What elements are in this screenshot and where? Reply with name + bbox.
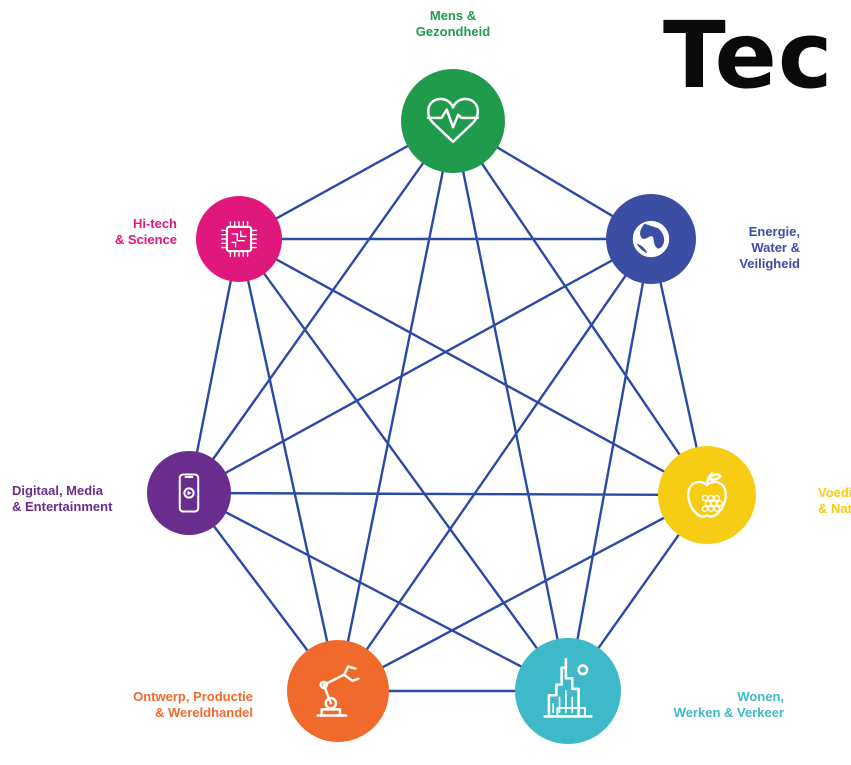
sector-label-line: & Science bbox=[115, 232, 177, 247]
sector-label-voeding: Voeding& Natuur bbox=[818, 485, 851, 516]
connection-line bbox=[238, 238, 569, 692]
sector-label-hitech: Hi-tech& Science bbox=[115, 216, 177, 247]
connection-line bbox=[188, 491, 708, 497]
globe-icon bbox=[632, 220, 670, 258]
sector-label-line: & Wereldhandel bbox=[155, 705, 253, 720]
apple-icon bbox=[687, 472, 727, 518]
connection-line bbox=[566, 238, 653, 692]
sector-label-ontwerp: Ontwerp, Productie& Wereldhandel bbox=[133, 689, 253, 720]
connection-line bbox=[238, 237, 708, 497]
robot-arm-icon bbox=[316, 665, 360, 717]
sector-node-ontwerp bbox=[287, 640, 389, 742]
sector-node-circle bbox=[515, 638, 621, 744]
sector-node-circle bbox=[658, 446, 756, 544]
connection-line bbox=[337, 493, 708, 693]
heartbeat-icon bbox=[426, 97, 480, 144]
sector-label-line: Veiligheid bbox=[739, 256, 800, 271]
sector-label-line: Wonen, bbox=[737, 689, 784, 704]
connection-line bbox=[237, 238, 340, 692]
sector-node-circle bbox=[401, 69, 505, 173]
sector-node-voeding bbox=[658, 446, 756, 544]
sector-label-line: Mens & bbox=[430, 8, 476, 23]
sector-label-line: & Natuur bbox=[818, 501, 851, 516]
sector-node-circle bbox=[287, 640, 389, 742]
sector-node-hitech bbox=[196, 196, 282, 282]
sector-label-energie: Energie,Water &Veiligheid bbox=[739, 224, 800, 271]
sector-node-circle bbox=[196, 196, 282, 282]
connection-line bbox=[452, 120, 708, 496]
sector-label-line: Gezondheid bbox=[416, 24, 490, 39]
sector-label-line: Energie, bbox=[749, 224, 800, 239]
sector-label-line: & Entertainment bbox=[12, 499, 113, 514]
sector-label-line: Water & bbox=[751, 240, 800, 255]
sector-label-mens: Mens &Gezondheid bbox=[416, 8, 490, 39]
sector-node-wonen bbox=[515, 638, 621, 744]
page-title: Tec bbox=[663, 2, 834, 109]
sector-node-digitaal bbox=[147, 451, 231, 535]
connection-line bbox=[451, 120, 570, 692]
connection-line bbox=[188, 120, 454, 494]
sector-node-mens bbox=[401, 69, 505, 173]
connection-line bbox=[188, 491, 569, 693]
connection-line bbox=[187, 238, 241, 494]
sector-label-line: Voeding bbox=[818, 485, 851, 500]
sector-label-wonen: Wonen,Werken & Verkeer bbox=[674, 689, 784, 720]
sector-label-line: Ontwerp, Productie bbox=[133, 689, 253, 704]
sector-label-line: Werken & Verkeer bbox=[674, 705, 784, 720]
sector-label-line: Hi-tech bbox=[133, 216, 177, 231]
connection-line bbox=[188, 237, 652, 495]
sector-nodes bbox=[147, 69, 756, 744]
connection-line bbox=[337, 238, 652, 692]
sector-label-digitaal: Digitaal, Media& Entertainment bbox=[12, 483, 113, 514]
sector-node-energie bbox=[606, 194, 696, 284]
smartphone-icon bbox=[178, 473, 200, 513]
sector-label-line: Digitaal, Media bbox=[12, 483, 104, 498]
connection-line bbox=[336, 120, 455, 692]
chip-icon bbox=[221, 221, 257, 257]
city-icon bbox=[543, 657, 593, 718]
